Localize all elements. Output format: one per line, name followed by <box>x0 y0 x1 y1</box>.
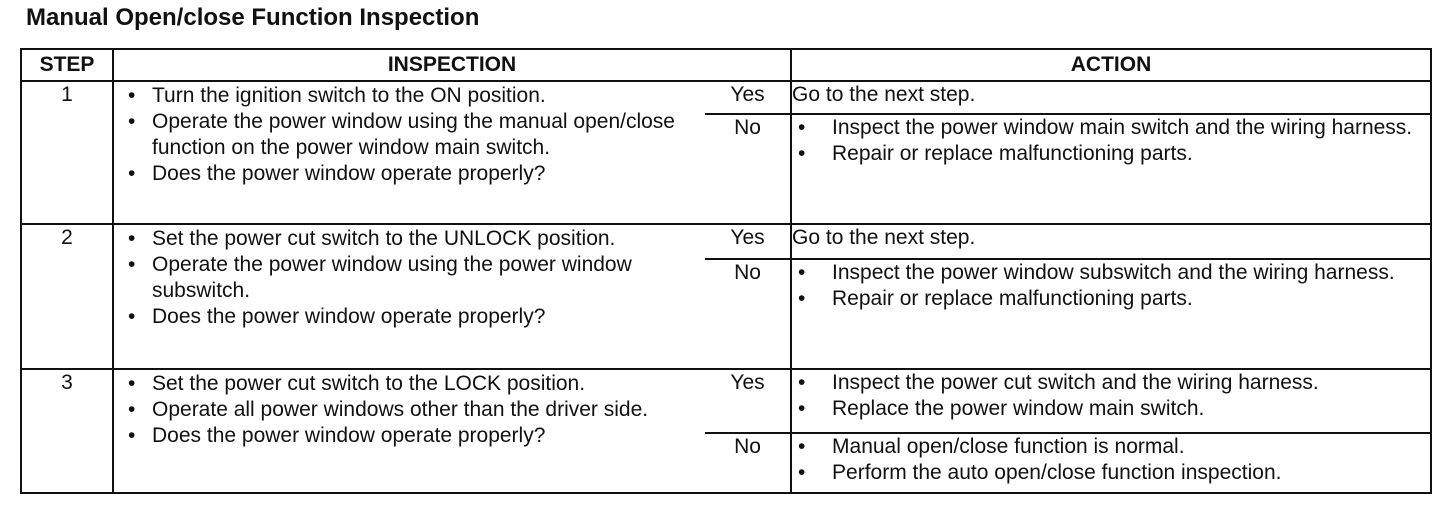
yes-action: Inspect the power cut switch and the wir… <box>790 368 1433 434</box>
header-inspection: INSPECTION <box>111 48 793 82</box>
action-list: Inspect the power window main switch and… <box>792 115 1430 167</box>
list-item: Does the power window operate properly? <box>114 161 699 187</box>
list-item: Inspect the power cut switch and the wir… <box>792 370 1430 396</box>
yes-action: Go to the next step. <box>790 223 1433 260</box>
list-item: Does the power window operate properly? <box>114 304 699 330</box>
table-row: 2 Set the power cut switch to the UNLOCK… <box>20 223 1433 370</box>
list-item: Turn the ignition switch to the ON posit… <box>114 83 699 109</box>
list-item: Manual open/close function is normal. <box>792 434 1430 460</box>
inspection-list: Turn the ignition switch to the ON posit… <box>114 82 705 187</box>
list-item: Set the power cut switch to the LOCK pos… <box>114 371 699 397</box>
list-item: Inspect the power window subswitch and t… <box>792 260 1430 286</box>
action-list: Manual open/close function is normal. Pe… <box>792 434 1430 486</box>
yes-label: Yes <box>705 223 793 260</box>
list-item: Operate all power windows other than the… <box>114 397 699 423</box>
table-row: 1 Turn the ignition switch to the ON pos… <box>20 80 1433 225</box>
no-label: No <box>705 258 793 370</box>
action-text: Go to the next step. <box>792 226 976 249</box>
table-row: 3 Set the power cut switch to the LOCK p… <box>20 368 1433 494</box>
no-action: Inspect the power window subswitch and t… <box>790 258 1433 370</box>
list-item: Operate the power window using the manua… <box>114 109 699 161</box>
inspection-list: Set the power cut switch to the LOCK pos… <box>114 370 705 449</box>
list-item: Replace the power window main switch. <box>792 396 1430 422</box>
table-header-row: STEP INSPECTION ACTION <box>20 48 1433 82</box>
inspection-cell: Set the power cut switch to the UNLOCK p… <box>112 223 705 370</box>
yes-action: Go to the next step. <box>790 80 1433 115</box>
list-item: Set the power cut switch to the UNLOCK p… <box>114 226 699 252</box>
table-row: No Inspect the power window main switch … <box>21 113 1433 225</box>
list-item: Does the power window operate properly? <box>114 423 699 449</box>
header-action: ACTION <box>790 48 1433 82</box>
action-list: Inspect the power window subswitch and t… <box>792 260 1430 312</box>
yes-label: Yes <box>705 368 793 434</box>
step-number: 1 <box>20 80 114 225</box>
no-action: Manual open/close function is normal. Pe… <box>790 432 1433 494</box>
action-text: Go to the next step. <box>792 83 976 106</box>
table-row: No Manual open/close function is normal.… <box>21 432 1433 494</box>
table-row: No Inspect the power window subswitch an… <box>21 258 1433 370</box>
list-item: Inspect the power window main switch and… <box>792 115 1430 141</box>
list-item: Repair or replace malfunctioning parts. <box>792 286 1430 312</box>
inspection-list: Set the power cut switch to the UNLOCK p… <box>114 225 705 330</box>
no-label: No <box>705 113 793 225</box>
step-number: 2 <box>20 223 114 370</box>
inspection-cell: Turn the ignition switch to the ON posit… <box>112 80 705 225</box>
list-item: Repair or replace malfunctioning parts. <box>792 141 1430 167</box>
page-title: Manual Open/close Function Inspection <box>26 4 480 31</box>
list-item: Operate the power window using the power… <box>114 252 699 304</box>
yes-label: Yes <box>705 80 793 115</box>
action-list: Inspect the power cut switch and the wir… <box>792 370 1430 422</box>
no-action: Inspect the power window main switch and… <box>790 113 1433 225</box>
no-label: No <box>705 432 793 494</box>
header-step: STEP <box>20 48 114 82</box>
inspection-table: STEP INSPECTION ACTION 1 Turn the igniti… <box>20 48 1433 494</box>
step-number: 3 <box>20 368 114 494</box>
list-item: Perform the auto open/close function ins… <box>792 460 1430 486</box>
inspection-cell: Set the power cut switch to the LOCK pos… <box>112 368 705 494</box>
